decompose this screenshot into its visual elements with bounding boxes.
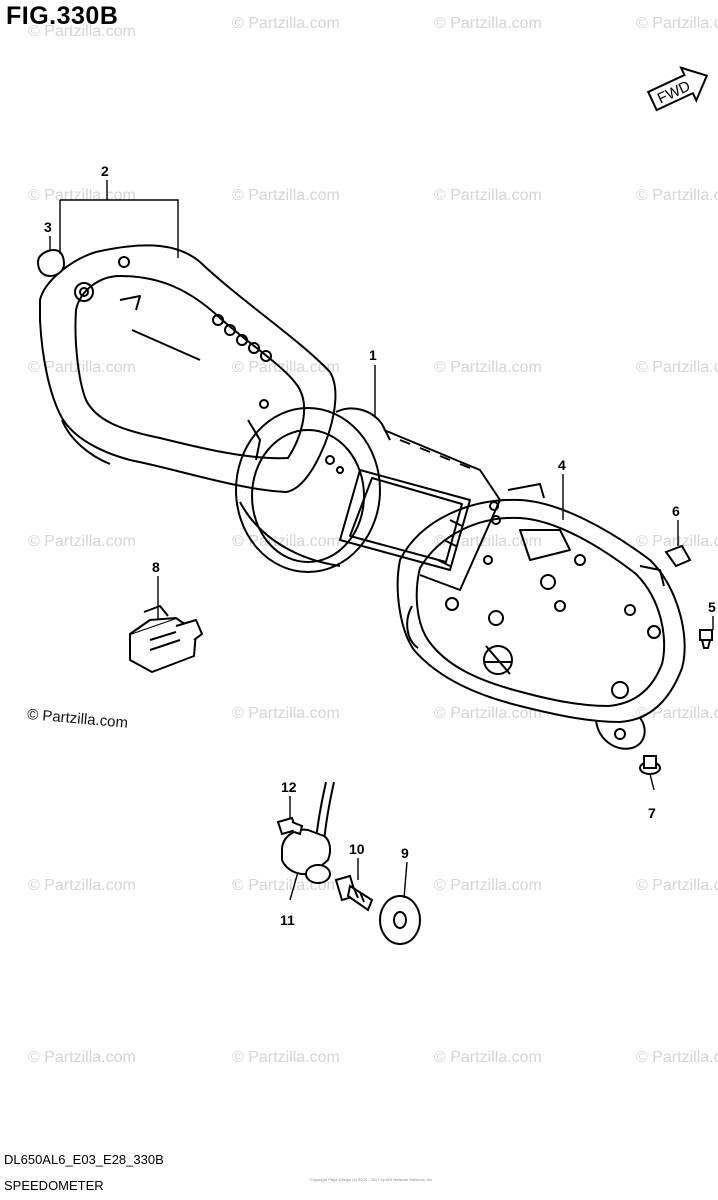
callout-3: 3 [44, 219, 52, 235]
watermark: © Partzilla.com [434, 359, 542, 376]
watermark: © Partzilla.com [434, 1049, 542, 1066]
watermark: © Partzilla.com [434, 187, 542, 204]
callout-6: 6 [672, 503, 680, 519]
watermark: © Partzilla.com [28, 187, 136, 204]
watermark: © Partzilla.com [636, 187, 718, 204]
connector-part [129, 605, 203, 673]
watermark: © Partzilla.com [636, 359, 718, 376]
watermark: © Partzilla.com [28, 23, 136, 40]
sensor-part [281, 781, 335, 884]
figure-code: DL650AL6_E03_E28_330B [4, 1152, 164, 1167]
fwd-arrow-icon: FWD [646, 66, 709, 112]
watermark: © Partzilla.com [28, 533, 136, 550]
sensor-screw-part [276, 816, 304, 836]
callout-4: 4 [558, 457, 566, 473]
upper-cover-part [39, 244, 337, 493]
watermark: © Partzilla.com [232, 187, 340, 204]
figure-title: FIG.330B [6, 2, 119, 30]
watermark: © Partzilla.com [434, 533, 542, 550]
watermark-layer: © Partzilla.com © Partzilla.com © Partzi… [28, 15, 718, 1066]
watermark: © Partzilla.com [28, 877, 136, 894]
screw-part [699, 629, 713, 649]
watermark: © Partzilla.com [636, 705, 718, 722]
bolt-part [639, 755, 661, 775]
watermark: © Partzilla.com [434, 705, 542, 722]
cap-part [36, 248, 66, 278]
callout-11: 11 [280, 912, 295, 928]
callout-labels: 1 2 3 4 5 6 7 8 9 10 11 12 [44, 163, 716, 928]
watermark: © Partzilla.com [434, 877, 542, 894]
callout-12: 12 [281, 779, 297, 795]
callout-10: 10 [349, 841, 365, 857]
callout-7: 7 [648, 805, 656, 821]
speedometer-assembly-part [235, 407, 501, 591]
clip-part [664, 544, 692, 568]
washer-part [379, 895, 421, 945]
watermark: © Partzilla.com [232, 15, 340, 32]
watermark: © Partzilla.com [232, 1049, 340, 1066]
sensor-bolt-part [334, 874, 374, 912]
callout-5: 5 [708, 599, 716, 615]
callout-1: 1 [369, 347, 377, 363]
copyright-note: Copyright Page Design (c) 2004 - 2017 by… [310, 1177, 434, 1182]
watermark: © Partzilla.com [232, 705, 340, 722]
watermark: © Partzilla.com [636, 533, 718, 550]
leader-lines [49, 180, 714, 901]
watermark: © Partzilla.com [28, 1049, 136, 1066]
watermark: © Partzilla.com [636, 1049, 718, 1066]
watermark: © Partzilla.com [232, 533, 340, 550]
watermark: © Partzilla.com [636, 877, 718, 894]
lower-case-part [396, 483, 686, 750]
watermark: © Partzilla.com [28, 359, 136, 376]
watermark: © Partzilla.com [232, 359, 340, 376]
figure-caption: SPEEDOMETER [4, 1178, 104, 1193]
callout-2: 2 [101, 163, 109, 179]
watermark: © Partzilla.com [434, 15, 542, 32]
callout-8: 8 [152, 559, 160, 575]
watermark: © Partzilla.com [636, 15, 718, 32]
callout-9: 9 [401, 845, 409, 861]
